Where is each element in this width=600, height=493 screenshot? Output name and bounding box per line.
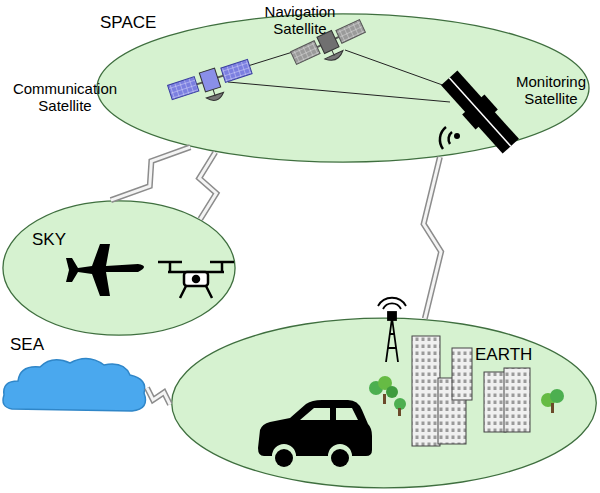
monitoring-satellite-icon xyxy=(438,68,522,156)
wireless-link xyxy=(147,388,170,405)
sea-cloud: SEA xyxy=(0,335,150,415)
text-holder: EARTH xyxy=(475,345,532,365)
antenna-tower-icon xyxy=(378,298,406,362)
region-name: SKY xyxy=(32,230,66,250)
satellite-link xyxy=(222,46,462,102)
trees xyxy=(369,376,564,416)
text-holder: SPACE xyxy=(100,13,156,33)
text-holder: SEA xyxy=(10,335,44,355)
region-name: SEA xyxy=(10,335,44,355)
airplane-icon xyxy=(66,244,144,296)
region-name: EARTH xyxy=(475,345,532,365)
ellipse-outline xyxy=(170,317,598,489)
car-icon xyxy=(258,400,372,456)
wireless-link xyxy=(424,157,442,319)
satellite-label: Navigation Satellite xyxy=(252,3,348,37)
satellite-label: Monitoring Satellite xyxy=(504,73,598,107)
region-ellipse: EARTH xyxy=(170,317,598,489)
satellite-label: Communication Satellite xyxy=(8,80,122,114)
text-holder: SKY xyxy=(32,230,66,250)
wireless-link xyxy=(199,152,216,219)
ellipse-outline xyxy=(2,200,236,336)
communication-satellite-icon xyxy=(167,58,256,113)
region-name: SPACE xyxy=(100,13,156,33)
region-ellipse: SKY xyxy=(2,200,236,336)
wireless-link xyxy=(111,147,190,200)
label-holder: Navigation Satellite xyxy=(252,3,348,37)
drone-icon xyxy=(158,262,234,298)
label-holder: Monitoring Satellite xyxy=(504,73,598,107)
label-holder: Communication Satellite xyxy=(8,80,122,114)
